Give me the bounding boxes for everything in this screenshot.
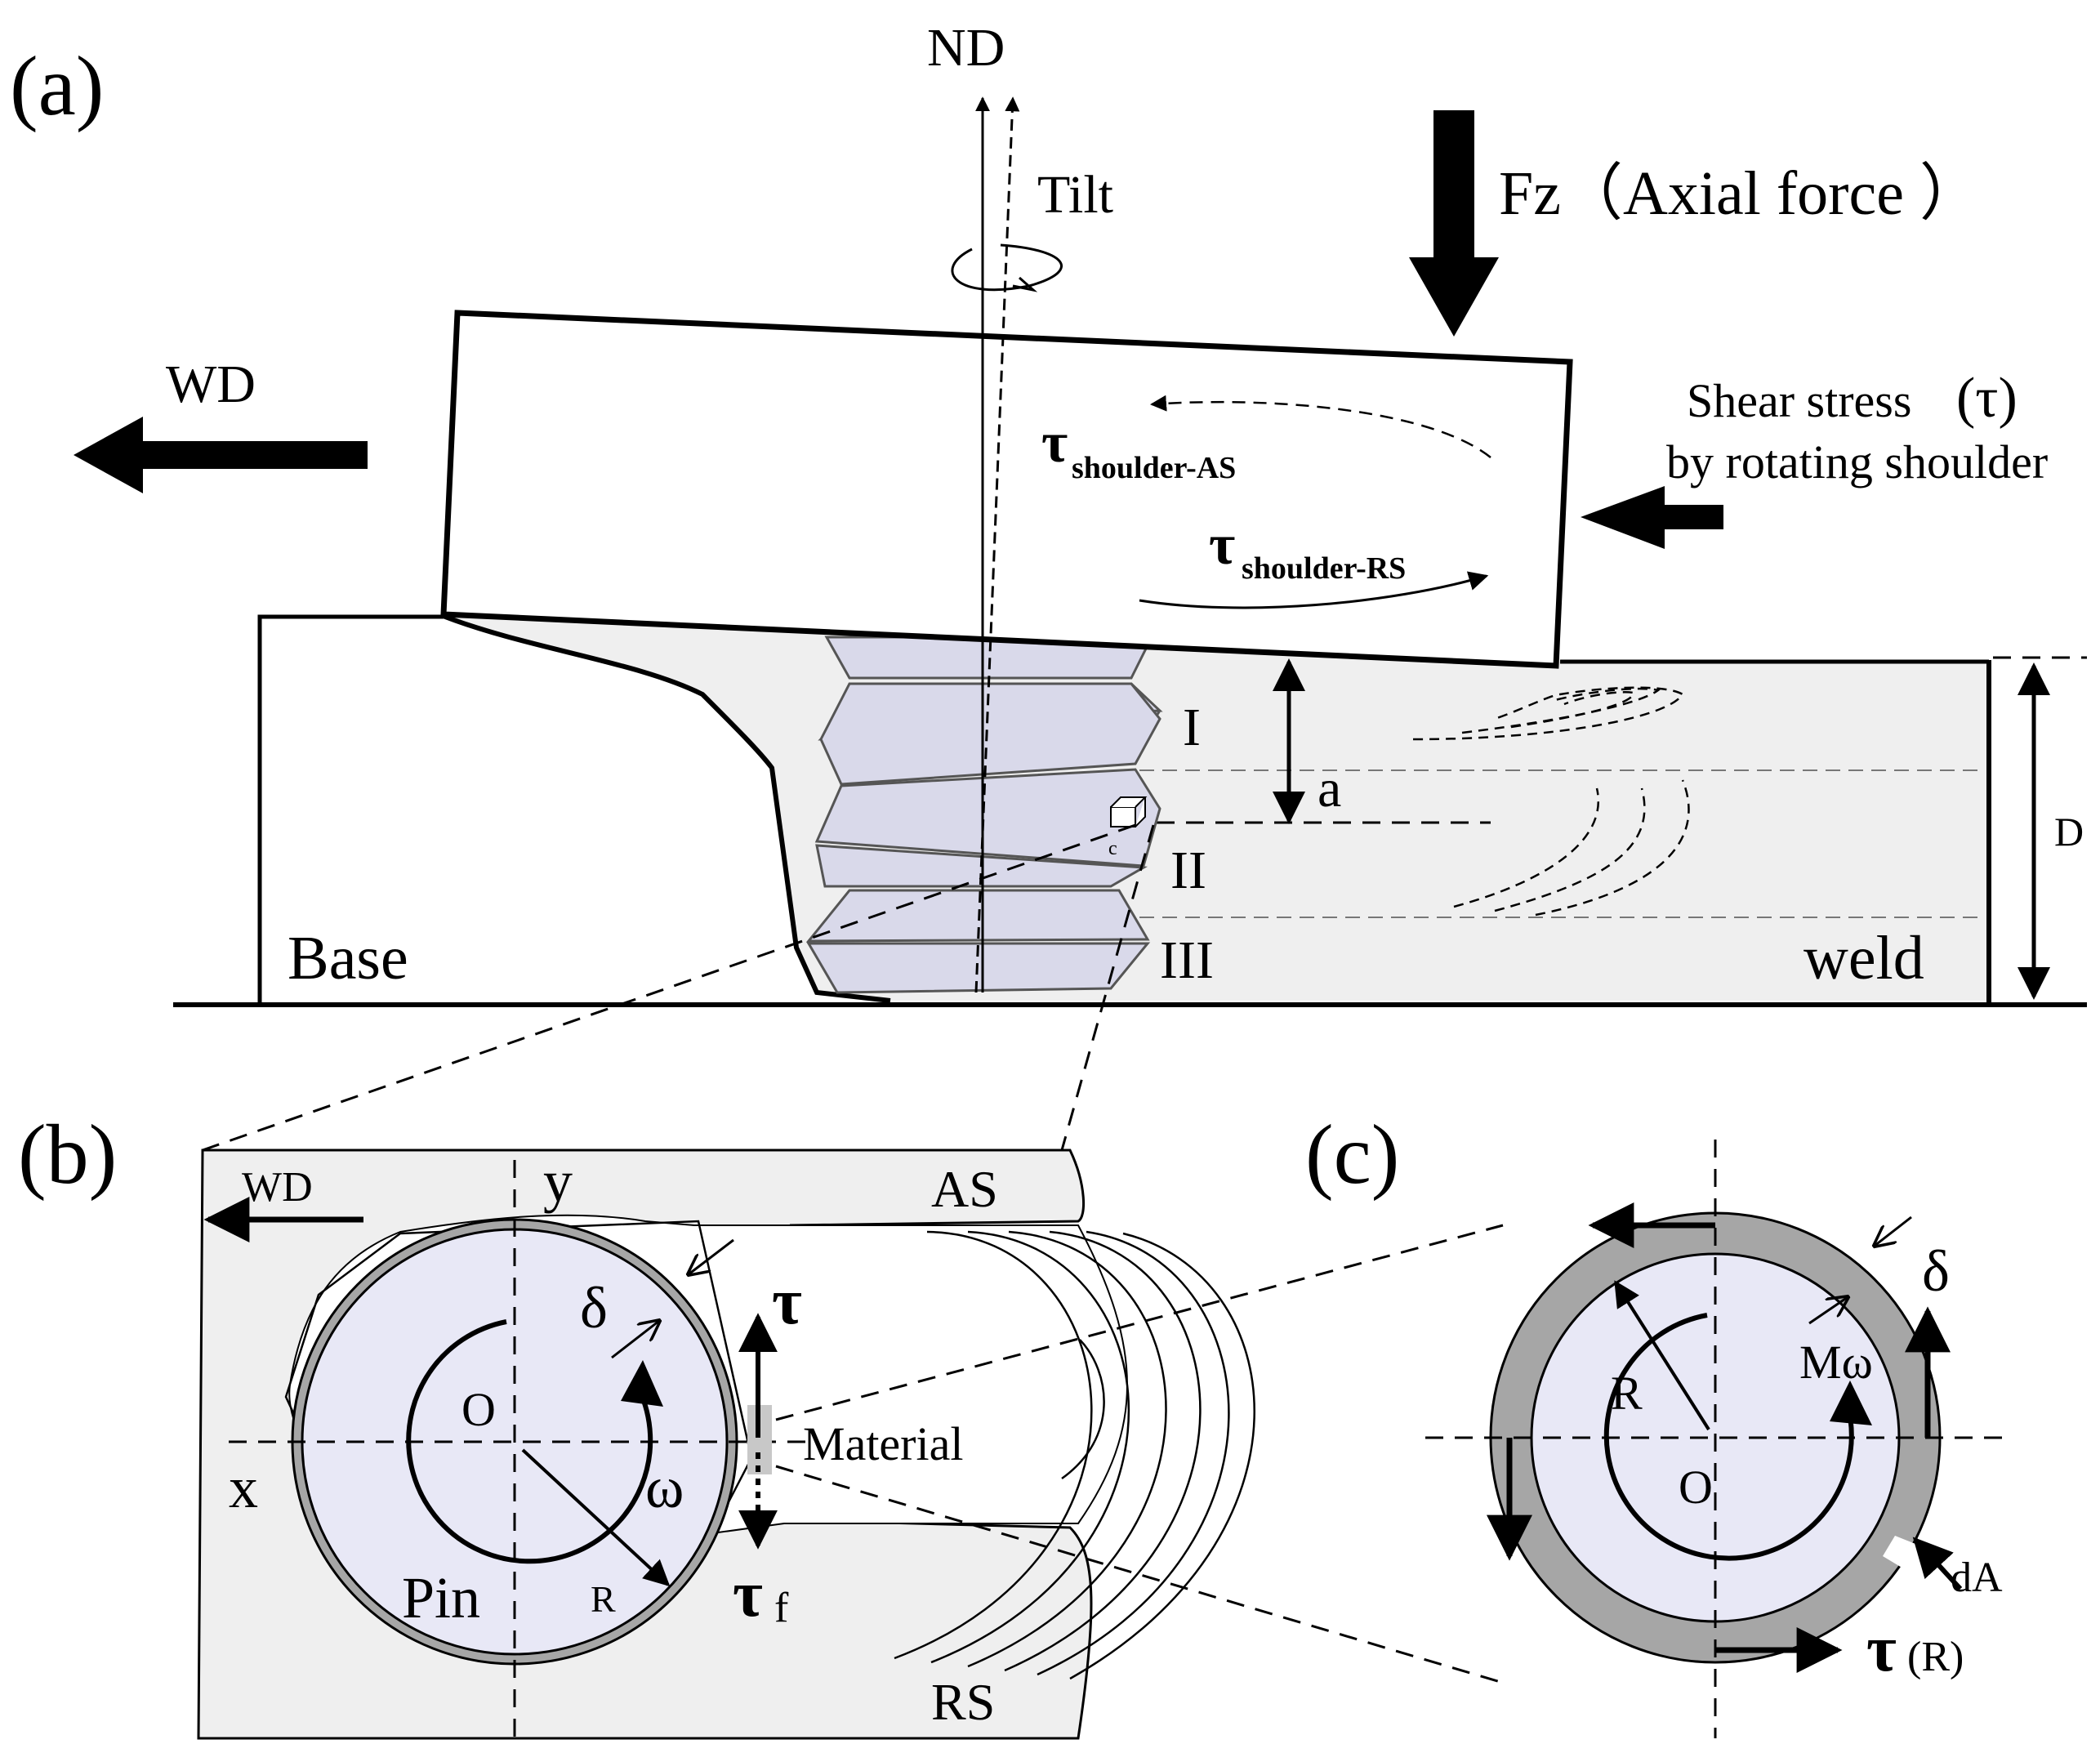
zoom-line-bc-bottom bbox=[775, 1465, 1504, 1684]
delta-label-b: δ bbox=[580, 1275, 608, 1340]
o-label-c: O bbox=[1679, 1461, 1713, 1514]
fz-label: Fz（Axial force ） bbox=[1499, 159, 1982, 228]
zone-label-1: I bbox=[1183, 698, 1201, 757]
dimension-d-label: D bbox=[2054, 809, 2084, 854]
zoom-line-left bbox=[202, 823, 1136, 1152]
taur-main: τ bbox=[1866, 1613, 1897, 1685]
zoom-line-bc-top bbox=[775, 1224, 1504, 1421]
omega-rotation-arc bbox=[406, 1319, 653, 1564]
tau-rs-symbol: τ bbox=[1209, 514, 1235, 577]
tau-rs-subscript: shoulder-RS bbox=[1242, 551, 1406, 586]
delta-arrow-outer-c bbox=[1875, 1216, 1912, 1246]
y-label-b: y bbox=[543, 1149, 573, 1214]
momega-label: Mω bbox=[1799, 1336, 1873, 1389]
shear-stress-arrow-icon bbox=[1581, 486, 1723, 549]
material-label: Material bbox=[803, 1417, 963, 1470]
delta-arrow-inner-c bbox=[1808, 1297, 1848, 1325]
tau-as-flow-arrow bbox=[1150, 395, 1491, 458]
tau-label-b: τ bbox=[772, 1266, 802, 1338]
da-element bbox=[1883, 1536, 1915, 1568]
rs-label: RS bbox=[931, 1673, 995, 1731]
cube-label-c: c bbox=[1108, 838, 1117, 859]
rotation-arrowhead bbox=[1012, 276, 1038, 292]
as-label: AS bbox=[931, 1160, 998, 1218]
base-label: Base bbox=[288, 924, 408, 992]
omega-label: ω bbox=[645, 1455, 684, 1520]
panel-a: (a) bbox=[10, 18, 2087, 1007]
omega-arrowhead-icon bbox=[621, 1360, 663, 1407]
shear-label-line1: Shear stress bbox=[1687, 374, 1911, 427]
base-plate-outline bbox=[257, 614, 445, 1005]
weld-region bbox=[445, 617, 1989, 1001]
weld-label: weld bbox=[1804, 924, 1924, 992]
tau-rs-flow-arrow bbox=[1139, 571, 1489, 609]
flow-pattern-arcs bbox=[1412, 686, 1690, 917]
momega-arrowhead-icon bbox=[1830, 1381, 1872, 1425]
zone-label-2: II bbox=[1170, 841, 1206, 900]
da-label: dA bbox=[1951, 1555, 2003, 1601]
panel-c-tag: (c) bbox=[1305, 1108, 1399, 1202]
pin-label: Pin bbox=[402, 1565, 480, 1630]
panel-c: (c) δ dA R Mω O τ (R) bbox=[1305, 1108, 2009, 1738]
delta-arrow-inner-b bbox=[611, 1321, 659, 1359]
tilted-axis bbox=[974, 96, 1020, 993]
tauf-main-b: τ bbox=[733, 1559, 763, 1630]
wake-arcs bbox=[894, 1230, 1255, 1680]
tau-as-subscript: shoulder-AS bbox=[1072, 451, 1236, 485]
zone-label-3: III bbox=[1160, 930, 1214, 990]
material-cube bbox=[1110, 796, 1148, 827]
delta-arrow-outer-b bbox=[689, 1238, 734, 1274]
radius-arrow-c bbox=[1614, 1280, 1710, 1431]
tilt-label: Tilt bbox=[1037, 165, 1113, 225]
panel-b-tag: (b) bbox=[18, 1108, 117, 1202]
wd-label: WD bbox=[166, 355, 256, 414]
taur-sub: (R) bbox=[1907, 1634, 1964, 1680]
tau-as-symbol: τ bbox=[1041, 412, 1068, 475]
tool-shoulder bbox=[440, 310, 1573, 669]
tauf-sub-b: f bbox=[774, 1585, 789, 1631]
shear-label-line2: by rotating shoulder bbox=[1666, 435, 2048, 488]
panel-b: (b) WD δ bbox=[18, 1108, 1255, 1740]
delta-label-c: δ bbox=[1922, 1238, 1950, 1304]
da-arrow bbox=[1912, 1537, 1963, 1591]
panel-a-tag: (a) bbox=[10, 39, 104, 133]
dimension-a-label: a bbox=[1318, 759, 1341, 819]
o-label-b: O bbox=[461, 1383, 496, 1436]
wd-label-b: WD bbox=[242, 1164, 313, 1211]
weld-boundary-line bbox=[444, 614, 891, 1003]
r-label-c: R bbox=[1611, 1367, 1643, 1420]
zoom-line-right bbox=[1060, 824, 1155, 1151]
axial-force-arrow-icon bbox=[1409, 110, 1499, 337]
x-label-b: x bbox=[229, 1455, 258, 1520]
threaded-pin bbox=[805, 636, 1163, 994]
thread-1b bbox=[819, 682, 1161, 786]
r-label-b: R bbox=[591, 1578, 616, 1620]
shear-label-tau: (τ) bbox=[1956, 367, 2018, 430]
welding-direction-arrow-icon bbox=[74, 417, 368, 493]
thread-2 bbox=[814, 768, 1161, 868]
momega-rotation-arc bbox=[1603, 1313, 1854, 1561]
nd-label: ND bbox=[927, 18, 1005, 78]
radius-arrow-b bbox=[521, 1448, 671, 1587]
